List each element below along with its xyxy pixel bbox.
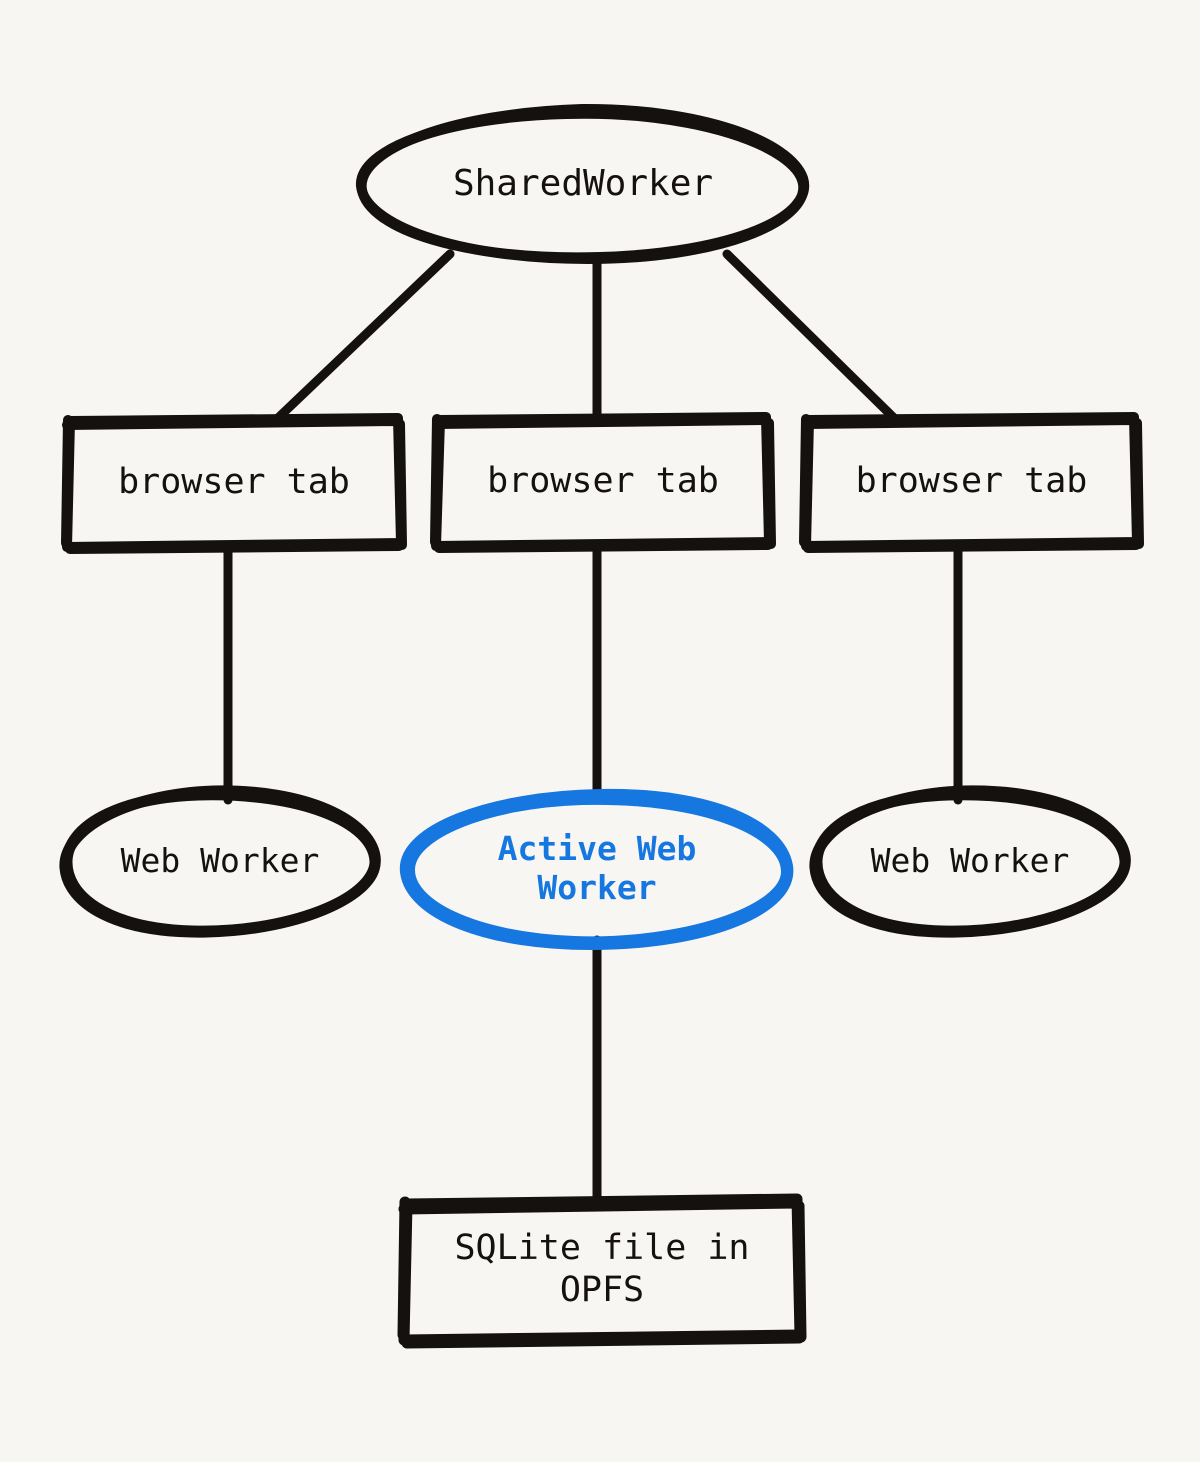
node-worker-right-shape[interactable]: [809, 785, 1131, 938]
edge-sharedworker-to-tab-left: [273, 249, 455, 423]
edge-group: [223, 249, 963, 1209]
node-tab-middle-shape[interactable]: [430, 412, 776, 553]
node-tab-left-shape[interactable]: [61, 413, 407, 554]
edge-sharedworker-to-tab-right: [722, 249, 899, 423]
node-storage-shape[interactable]: [397, 1193, 807, 1349]
node-shared-worker-shape[interactable]: [356, 103, 810, 264]
node-worker-active-shape[interactable]: [399, 788, 794, 951]
node-tab-right-shape[interactable]: [799, 412, 1144, 553]
node-worker-left-shape[interactable]: [59, 785, 381, 938]
